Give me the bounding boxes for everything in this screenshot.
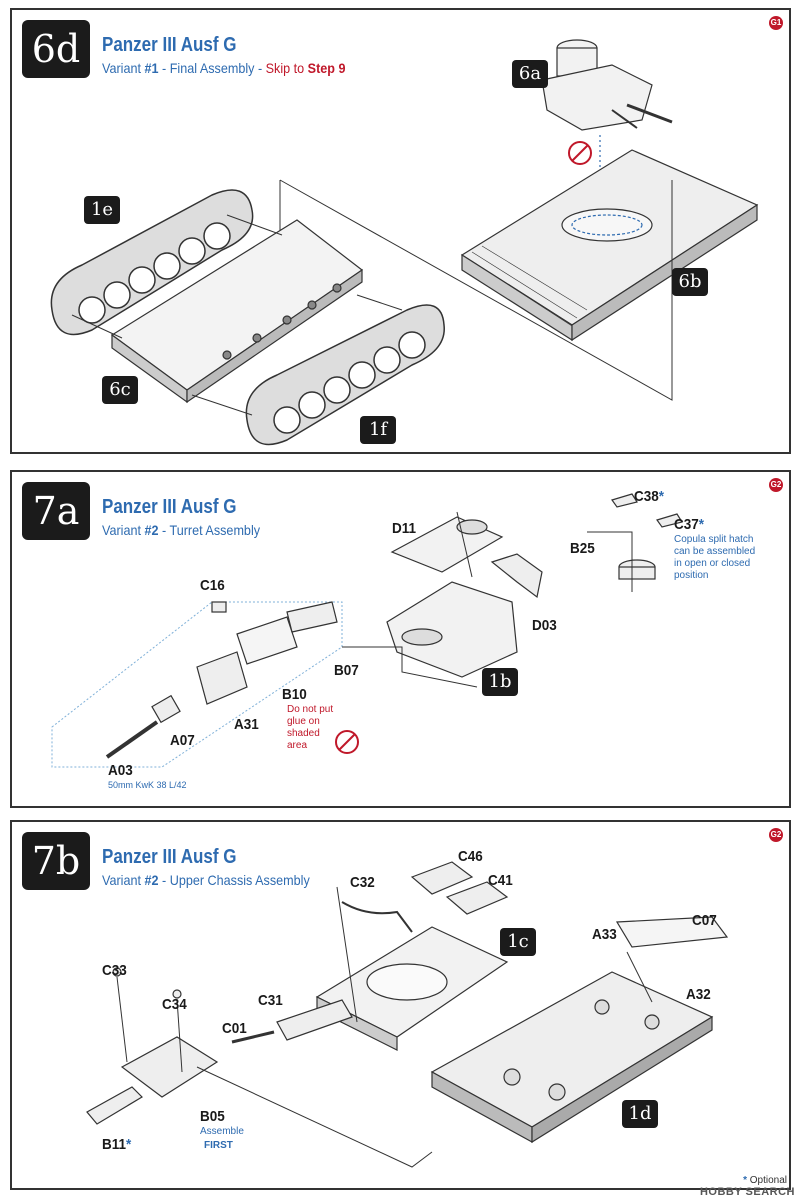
copula-note: Copula split hatch can be assembled in o… <box>674 534 756 581</box>
part-label: B11* <box>102 1136 132 1153</box>
gun-caption: 50mm KwK 38 L/42 <box>108 780 187 790</box>
engine-deck-illustration <box>430 916 729 1144</box>
upper-chassis-diagram <box>86 861 729 1168</box>
part-label: A03 <box>108 762 133 779</box>
watermark: HOBBY SEARCH <box>699 1186 795 1198</box>
step-subtitle: Variant #2 - Upper Chassis Assembly <box>102 872 310 888</box>
right-track-illustration <box>245 304 445 446</box>
upper-chassis-illustration <box>315 861 509 1051</box>
part-label: B10 <box>282 686 307 703</box>
assemble-note: Assemble <box>200 1126 244 1137</box>
part-label: C07 <box>692 912 717 929</box>
part-label: C38* <box>634 488 665 505</box>
part-label: B05 <box>200 1108 225 1125</box>
step-title: Panzer III Ausf G <box>102 846 237 868</box>
part-label: D11 <box>392 520 417 537</box>
turret-body-illustration <box>386 516 543 678</box>
page-badge: G1 <box>769 16 783 30</box>
part-label: C34 <box>162 996 187 1013</box>
part-label: A31 <box>234 716 259 733</box>
page-badge: G2 <box>769 828 783 842</box>
optional-legend: * Optional <box>743 1175 787 1186</box>
step-7a-panel: 7a Panzer III Ausf G Variant #2 - Turret… <box>10 470 791 808</box>
part-label: C16 <box>200 577 225 594</box>
lower-hull-illustration <box>110 219 364 404</box>
upper-hull-illustration <box>460 149 759 342</box>
step-number: 7b <box>22 832 90 890</box>
part-label: B07 <box>334 662 359 679</box>
part-label: B25 <box>570 540 595 557</box>
sub-step-tag: 1e <box>84 196 120 224</box>
sub-step-tag: 1b <box>482 668 518 696</box>
part-label: C37* <box>674 516 705 533</box>
step-number: 6d <box>22 20 90 78</box>
page-badge: G2 <box>769 478 783 492</box>
no-glue-icon <box>335 730 359 754</box>
part-label: C31 <box>258 992 283 1009</box>
part-label: C32 <box>350 874 375 891</box>
first-note: FIRST <box>204 1140 233 1151</box>
step-6d-panel: 6d Panzer III Ausf G Variant #1 - Final … <box>10 8 791 454</box>
step-title: Panzer III Ausf G <box>102 34 237 56</box>
left-track-illustration <box>50 189 254 336</box>
step-subtitle: Variant #2 - Turret Assembly <box>102 522 261 538</box>
turret-assembly-diagram <box>51 493 683 768</box>
sub-step-tag: 6b <box>672 268 708 296</box>
final-assembly-diagram <box>50 39 759 446</box>
part-label: A33 <box>592 926 617 943</box>
part-label: C33 <box>102 962 127 979</box>
step-subtitle: Variant #1 - Final Assembly - Skip to St… <box>102 60 346 76</box>
part-label: C46 <box>458 848 483 865</box>
step-number: 7a <box>22 482 90 540</box>
part-label: A32 <box>686 986 711 1003</box>
no-glue-icon <box>568 141 592 165</box>
part-label: C41 <box>488 872 513 889</box>
sub-step-tag: 1c <box>500 928 536 956</box>
sub-step-tag: 1f <box>360 416 396 444</box>
turret-illustration <box>541 39 673 131</box>
step-title: Panzer III Ausf G <box>102 496 237 518</box>
part-label: A07 <box>170 732 195 749</box>
part-label: D03 <box>532 617 557 634</box>
sub-step-tag: 1d <box>622 1100 658 1128</box>
part-label: C01 <box>222 1020 247 1037</box>
sub-step-tag: 6c <box>102 376 138 404</box>
step-7b-panel: 7b Panzer III Ausf G Variant #2 - Upper … <box>10 820 791 1190</box>
glue-note: Do not put glue on shaded area <box>287 704 334 751</box>
sub-step-tag: 6a <box>512 60 548 88</box>
